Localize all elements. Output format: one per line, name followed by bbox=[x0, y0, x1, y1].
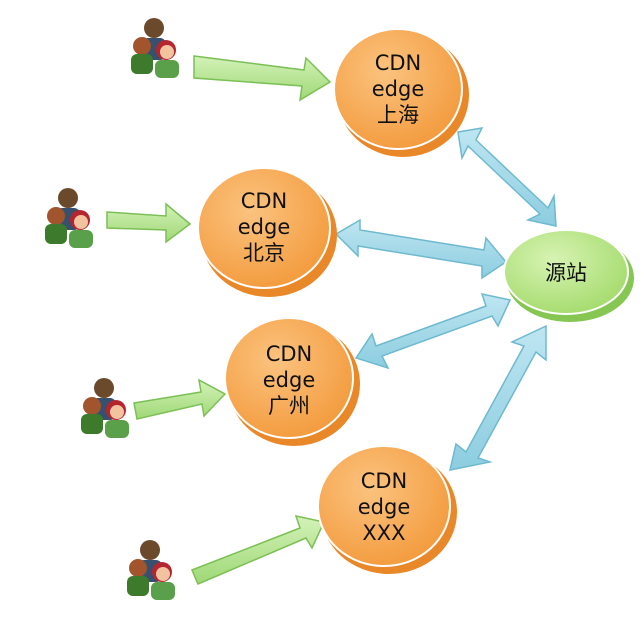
edge-label-line-2: edge bbox=[263, 368, 316, 392]
user-group-guangzhou bbox=[81, 378, 129, 438]
edge-label-line-3: 广州 bbox=[268, 394, 310, 418]
cdn-edge-node-guangzhou: CDN edge 广州 bbox=[224, 317, 360, 446]
edge-label-line-2: edge bbox=[372, 77, 425, 101]
user-group-beijing bbox=[45, 188, 93, 248]
edge-label-line-3: XXX bbox=[362, 521, 405, 545]
user-arrow-shanghai bbox=[193, 55, 332, 102]
link-arrow-guangzhou-origin bbox=[354, 292, 512, 370]
link-arrow-xxx-origin bbox=[449, 324, 547, 471]
cdn-edge-node-beijing: CDN edge 北京 bbox=[197, 167, 337, 297]
cdn-edge-node-xxx: CDN edge XXX bbox=[317, 445, 457, 574]
user-arrow-guangzhou bbox=[133, 378, 227, 420]
edge-label-line-1: CDN bbox=[361, 469, 408, 493]
user-group-xxx bbox=[127, 540, 175, 600]
users-icon bbox=[81, 378, 129, 438]
edge-label-line-3: 北京 bbox=[243, 241, 285, 265]
cdn-edge-node-shanghai: CDN edge 上海 bbox=[333, 28, 469, 157]
origin-node: 源站 bbox=[503, 229, 634, 322]
edge-label-line-2: edge bbox=[238, 215, 291, 239]
edge-label-line-2: edge bbox=[358, 495, 411, 519]
edge-label-line-1: CDN bbox=[266, 342, 313, 366]
user-arrow-beijing bbox=[106, 202, 192, 244]
link-arrow-shanghai-origin bbox=[457, 127, 557, 227]
user-group-shanghai bbox=[131, 18, 179, 78]
edge-label-line-1: CDN bbox=[375, 51, 422, 75]
users-icon bbox=[45, 188, 93, 248]
users-icon bbox=[131, 18, 179, 78]
link-arrow-beijing-origin bbox=[334, 218, 508, 280]
edge-label-line-1: CDN bbox=[241, 189, 288, 213]
edge-label-line-3: 上海 bbox=[377, 103, 419, 127]
origin-label: 源站 bbox=[545, 261, 587, 285]
users-icon bbox=[127, 540, 175, 600]
user-arrow-xxx bbox=[191, 514, 326, 585]
